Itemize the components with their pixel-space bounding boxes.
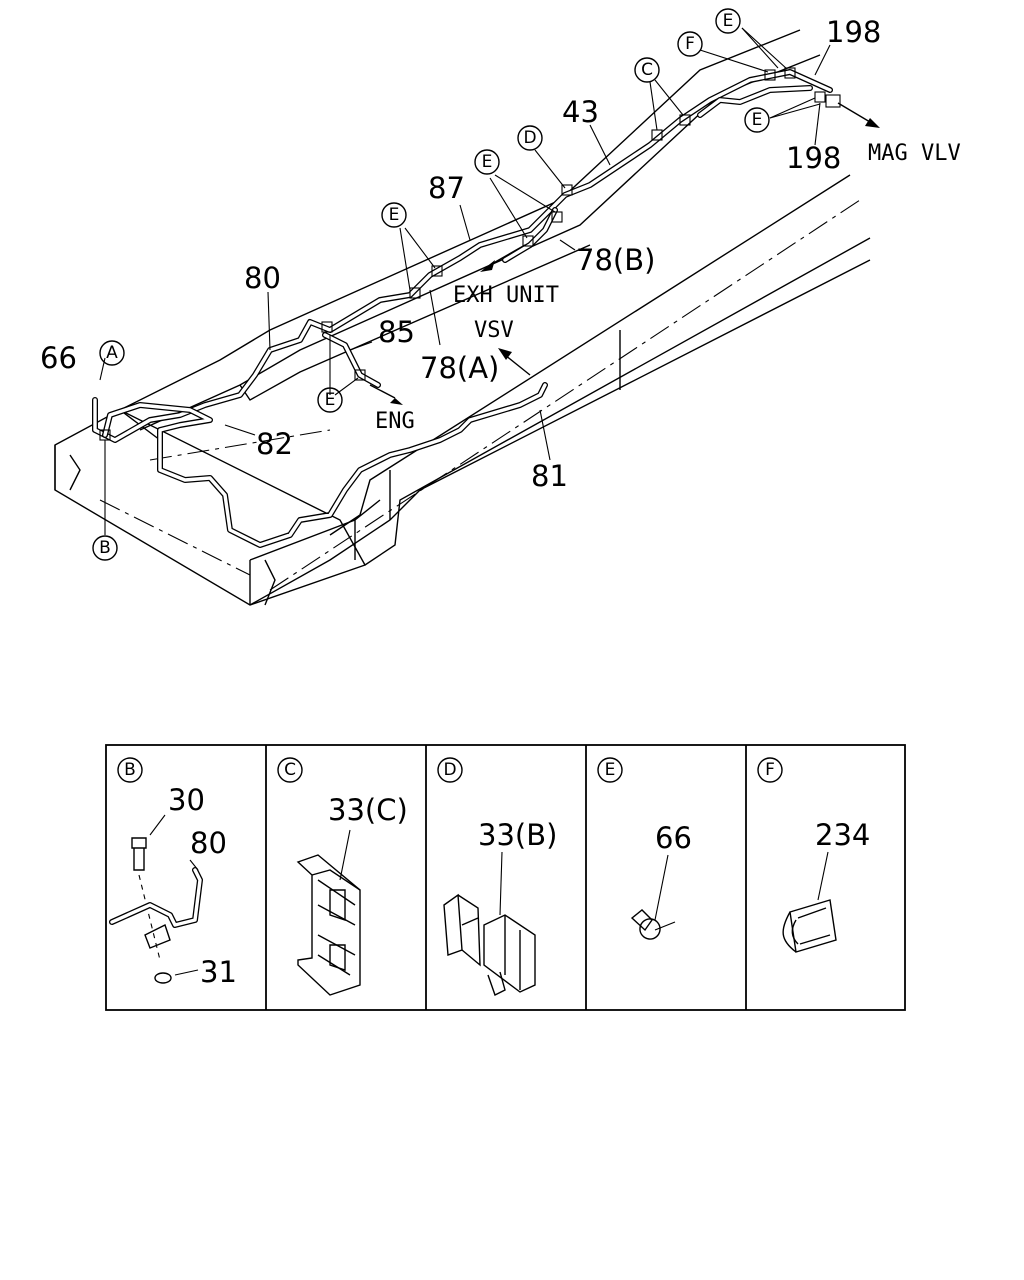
detail-panel-b: B 30 80 31 [109,757,237,989]
detail-panel-f: F 234 [757,757,870,953]
label-mag-vlv: MAG VLV [868,141,961,166]
svg-text:B: B [99,538,111,558]
panel-b-letter: B [124,760,136,780]
callout-78b: 78(B) [576,243,655,277]
callout-81: 81 [531,459,568,493]
svg-text:E: E [482,152,493,172]
svg-text:F: F [685,34,695,54]
svg-text:D: D [523,128,536,148]
exh-unit-arrowhead [480,260,495,272]
label-eng: ENG [375,409,415,434]
callout-198-bottom: 198 [786,141,841,175]
panel-f-part-234: 234 [815,818,870,852]
callout-85: 85 [378,315,415,349]
circle-d: D [517,125,543,151]
destination-labels: ENG EXH UNIT VSV MAG VLV [375,141,961,434]
circle-b: B [92,535,118,561]
panel-b-part-80: 80 [190,826,227,860]
callout-66: 66 [40,341,77,375]
detail-panel-e: E 66 [597,757,692,940]
svg-text:C: C [641,60,653,80]
detail-panel-d: D 33(B) [437,757,557,996]
callout-87: 87 [428,171,465,205]
circle-f: F [677,31,703,57]
panel-e-part-66: 66 [655,821,692,855]
detail-panel-c: C 33(C) [277,757,408,996]
circle-e-3: E [474,149,500,175]
label-exh-unit: EXH UNIT [453,283,559,308]
callout-198-top: 198 [826,15,881,49]
panel-b-part-30: 30 [168,783,205,817]
circle-a: A [99,340,125,366]
svg-text:E: E [389,205,400,225]
circle-letters: A B E E E D C F E E [92,8,770,561]
panel-d-part-33b: 33(B) [478,818,557,852]
panel-c-letter: C [284,760,296,780]
direction-arrows [369,102,880,405]
vsv-arrowhead [498,348,512,360]
panel-c-part-33c: 33(C) [328,793,408,827]
pipe-clips [99,67,826,441]
eng-arrowhead [390,398,403,405]
mag-vlv-arrowhead [865,118,880,128]
circle-c: C [634,57,660,83]
callout-82: 82 [256,427,293,461]
panel-d-letter: D [443,760,456,780]
panel-f-letter: F [765,760,775,780]
svg-text:E: E [723,11,734,31]
detail-panels: B 30 80 31 C 33(C) [105,744,906,1011]
circle-e-5: E [744,107,770,133]
callout-80: 80 [244,261,281,295]
label-vsv: VSV [474,318,514,343]
circle-e-1: E [381,202,407,228]
pipe-routing [92,69,841,548]
callout-numbers: 66 80 82 85 87 43 81 198 198 78(A) 78(B) [40,15,881,493]
svg-text:E: E [752,110,763,130]
circle-e-4: E [715,8,741,34]
callout-78a: 78(A) [420,351,499,385]
chassis-frame [54,29,871,606]
svg-text:A: A [106,343,118,363]
leader-lines [99,27,831,535]
panel-e-letter: E [605,760,616,780]
circle-e-2: E [317,387,343,413]
svg-text:E: E [325,390,336,410]
panel-b-part-31: 31 [200,955,237,989]
callout-43: 43 [562,95,599,129]
